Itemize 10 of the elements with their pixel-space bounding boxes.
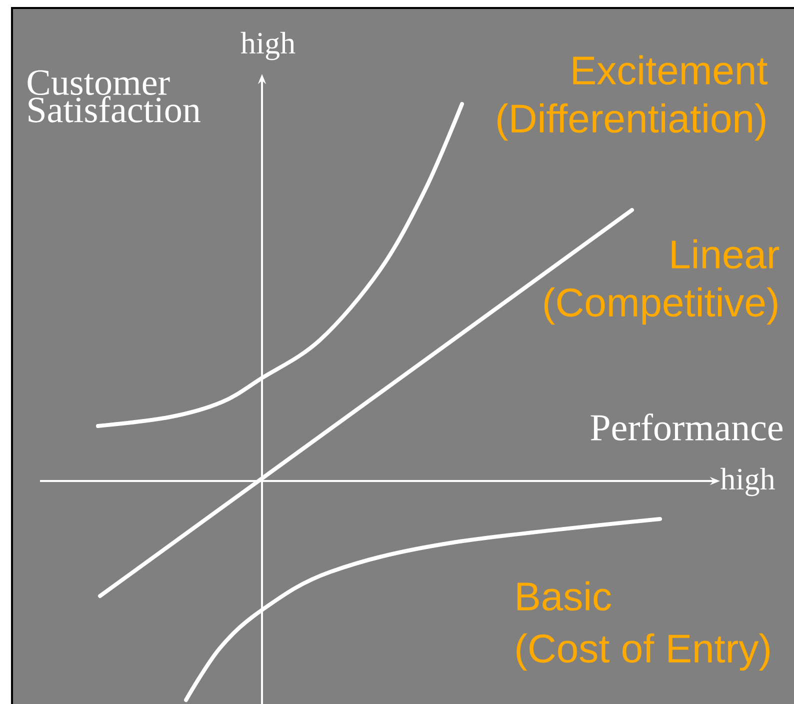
curve-label: (Competitive) — [544, 287, 778, 325]
curve-label: (Differentiation) — [498, 103, 766, 141]
curve-label: Linear — [672, 239, 780, 269]
curve-label: Excitement — [573, 55, 768, 85]
axis-label: Customer Satisfaction — [28, 70, 200, 122]
curve-label: (Cost of Entry) — [516, 633, 770, 671]
axis-label: Performance — [590, 413, 782, 441]
axis-label: high — [240, 32, 296, 60]
axis-label: high — [720, 468, 775, 496]
curve-label: Basic — [517, 581, 611, 611]
